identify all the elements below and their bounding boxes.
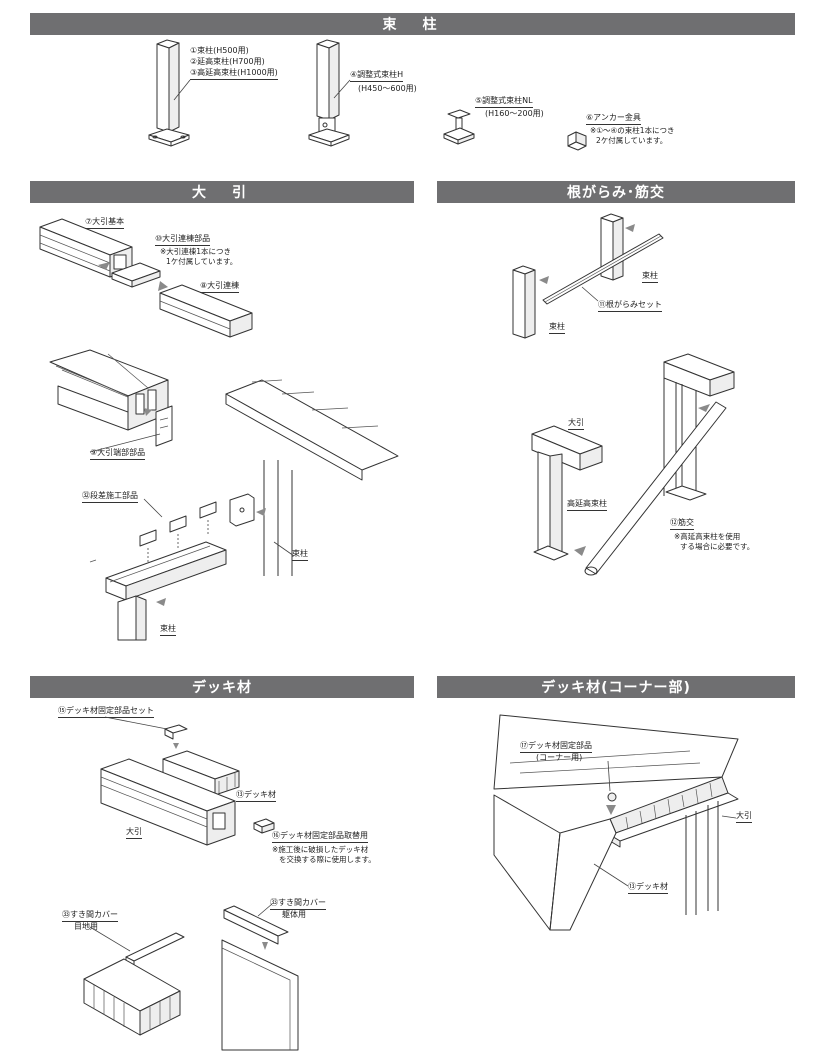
label-p10: ⑩大引連棟部品 — [155, 234, 211, 246]
section-header-negarami: 根がらみ･筋交 — [437, 181, 795, 203]
negarami-illustration — [505, 210, 675, 340]
note-p6-1: ※①～④の束柱1本につき — [590, 126, 675, 135]
leader-p4 — [332, 80, 362, 105]
leader-p13b — [590, 860, 630, 890]
label-p3: ③高延高束柱(H1000用) — [190, 68, 278, 80]
label-p17: ⑰デッキ材固定部品 — [520, 741, 592, 753]
adjustable-post-illustration — [305, 40, 360, 155]
label-p2: ②延高束柱(H700用) — [190, 57, 265, 66]
label-obiki3: 大引 — [736, 811, 752, 823]
leader-obiki3 — [720, 812, 740, 822]
label-p1: ①束柱(H500用) — [190, 46, 249, 55]
label-p17-sub: (コーナー用) — [536, 753, 583, 762]
label-p33a: ㉝すき間カバー — [62, 910, 118, 922]
section-header-obiki: 大 引 — [30, 181, 414, 203]
label-p5-range: (H160～200用) — [485, 109, 544, 118]
obiki-end-illustration — [48, 350, 188, 450]
label-p33b-sub: 躯体用 — [282, 910, 306, 919]
leader-p3 — [170, 80, 200, 105]
label-p9: ⑨大引端部部品 — [90, 448, 146, 460]
section-header-tsukabashira: 束 柱 — [30, 13, 795, 35]
note-p16-2: を交換する際に使用します。 — [279, 855, 376, 864]
leader-tsuka1 — [270, 540, 300, 560]
label-p33b: ㉝すき間カバー — [270, 898, 326, 910]
section-header-deck: デッキ材 — [30, 676, 414, 698]
step-construction-illustration — [100, 490, 266, 640]
note-p10-1: ※大引連棟1本につき — [160, 247, 232, 256]
label-p4: ④調整式束柱H — [350, 70, 404, 82]
label-tsuka4: 束柱 — [549, 322, 565, 334]
label-tsuka1: 束柱 — [292, 549, 308, 561]
label-p8: ⑧大引連棟 — [200, 281, 240, 293]
post-illustration — [145, 40, 200, 155]
obiki-joint-illustration — [40, 215, 270, 340]
label-p4-range: (H450～600用) — [358, 84, 417, 93]
label-obiki1: 大引 — [568, 418, 584, 430]
note-p16-1: ※施工後に破損したデッキ材 — [272, 845, 369, 854]
label-p13a: ⑬デッキ材 — [236, 790, 276, 802]
label-p16: ⑯デッキ材固定部品取替用 — [272, 831, 368, 843]
note-p12-1: ※高延高束柱を使用 — [674, 532, 741, 541]
note-p10-2: 1ケ付属しています。 — [166, 257, 238, 266]
deck-fix-illustration — [95, 715, 255, 860]
label-p11: ⑪根がらみセット — [598, 300, 662, 312]
label-p32: ㉜段差施工部品 — [82, 491, 138, 503]
note-p12-2: する場合に必要です。 — [680, 542, 755, 551]
replacement-clip-illustration — [250, 815, 290, 837]
label-tsuka2: 束柱 — [160, 624, 176, 636]
section-header-deck-corner: デッキ材(コーナー部) — [437, 676, 795, 698]
label-p6: ⑥アンカー金具 — [586, 113, 641, 125]
label-p13b: ⑬デッキ材 — [628, 882, 668, 894]
label-obiki2: 大引 — [126, 827, 142, 839]
label-p33a-sub: 目地用 — [74, 922, 98, 931]
gap-cover-joint-illustration — [80, 925, 190, 1045]
anchor-bracket-illustration — [566, 128, 590, 150]
gap-cover-wall-illustration — [218, 900, 318, 1055]
nl-post-illustration — [440, 110, 480, 150]
label-koentaka: 高延高束柱 — [567, 499, 607, 511]
leader-p11 — [580, 285, 610, 305]
corner-deck-illustration — [490, 715, 790, 930]
label-p5: ⑤調整式束柱NL — [475, 96, 533, 108]
label-p7: ⑦大引基本 — [85, 217, 125, 229]
sujikai-illustration — [530, 350, 790, 580]
label-p12: ⑫筋交 — [670, 518, 694, 530]
note-p6-2: 2ケ付属しています。 — [596, 136, 668, 145]
step-deck-edge-illustration — [222, 380, 402, 580]
leader-p32 — [140, 497, 170, 522]
leader-p9 — [80, 430, 180, 455]
label-tsuka3: 束柱 — [642, 271, 658, 283]
